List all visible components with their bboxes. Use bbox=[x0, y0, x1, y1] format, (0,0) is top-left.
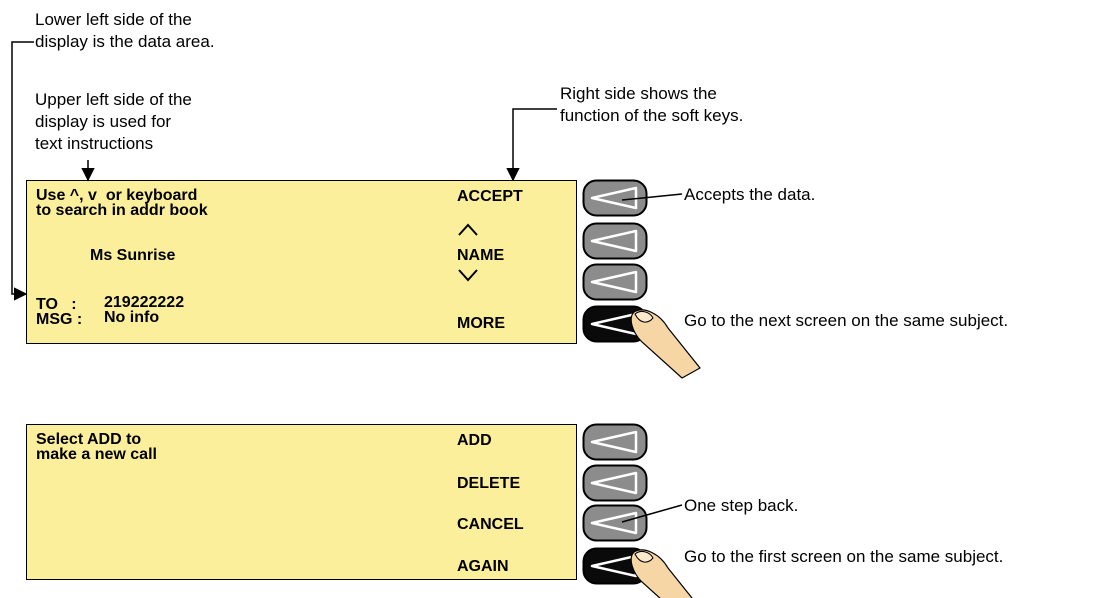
softkey-label-accept: ACCEPT bbox=[457, 188, 523, 205]
leader-line-softkey-functions bbox=[506, 108, 557, 182]
annotation-upper-left: Upper left side of the display is used f… bbox=[35, 90, 192, 153]
softkey-label-add: ADD bbox=[457, 432, 492, 449]
finger-icon bbox=[630, 309, 701, 379]
annotation-right-side: Right side shows the function of the sof… bbox=[560, 84, 744, 125]
leader-line-accepts bbox=[621, 193, 683, 201]
screen1-instruction: Use ^, v or keyboard to search in addr b… bbox=[36, 187, 208, 219]
display-screen-2: Select ADD to make a new call ADD DELETE… bbox=[26, 424, 577, 580]
annotation-first-screen: Go to the first screen on the same subje… bbox=[684, 547, 1004, 566]
up-arrow-icon bbox=[458, 223, 478, 236]
screen1-to-value: 219222222 bbox=[104, 294, 185, 311]
finger-icon bbox=[630, 549, 693, 598]
softkey-label-more: MORE bbox=[457, 315, 505, 332]
leader-line-data-area bbox=[11, 41, 34, 301]
screen1-msg-value: No info bbox=[104, 309, 160, 326]
screen2-instruction: Select ADD to make a new call bbox=[36, 431, 157, 463]
annotation-step-back: One step back. bbox=[684, 496, 799, 515]
screen1-to-label: TO : bbox=[36, 296, 77, 313]
softkey-label-delete: DELETE bbox=[457, 475, 521, 492]
softkey-label-cancel: CANCEL bbox=[457, 516, 524, 533]
softkey-3[interactable] bbox=[582, 263, 648, 301]
annotation-next-screen: Go to the next screen on the same subjec… bbox=[684, 311, 1009, 330]
annotation-accepts: Accepts the data. bbox=[684, 185, 816, 204]
down-arrow-icon bbox=[458, 269, 478, 282]
softkey-7[interactable] bbox=[582, 504, 648, 542]
leader-line-step-back bbox=[621, 504, 683, 523]
softkey-5[interactable] bbox=[582, 423, 648, 461]
softkey-2[interactable] bbox=[582, 222, 648, 260]
softkey-label-name: NAME bbox=[457, 247, 505, 264]
display-screen-1: Use ^, v or keyboard to search in addr b… bbox=[26, 180, 577, 344]
annotation-lower-left: Lower left side of the display is the da… bbox=[35, 10, 215, 51]
softkey-label-again: AGAIN bbox=[457, 558, 509, 575]
screen1-contact-name: Ms Sunrise bbox=[90, 247, 176, 264]
softkey-6[interactable] bbox=[582, 464, 648, 502]
screen1-msg-label: MSG : bbox=[36, 311, 83, 328]
